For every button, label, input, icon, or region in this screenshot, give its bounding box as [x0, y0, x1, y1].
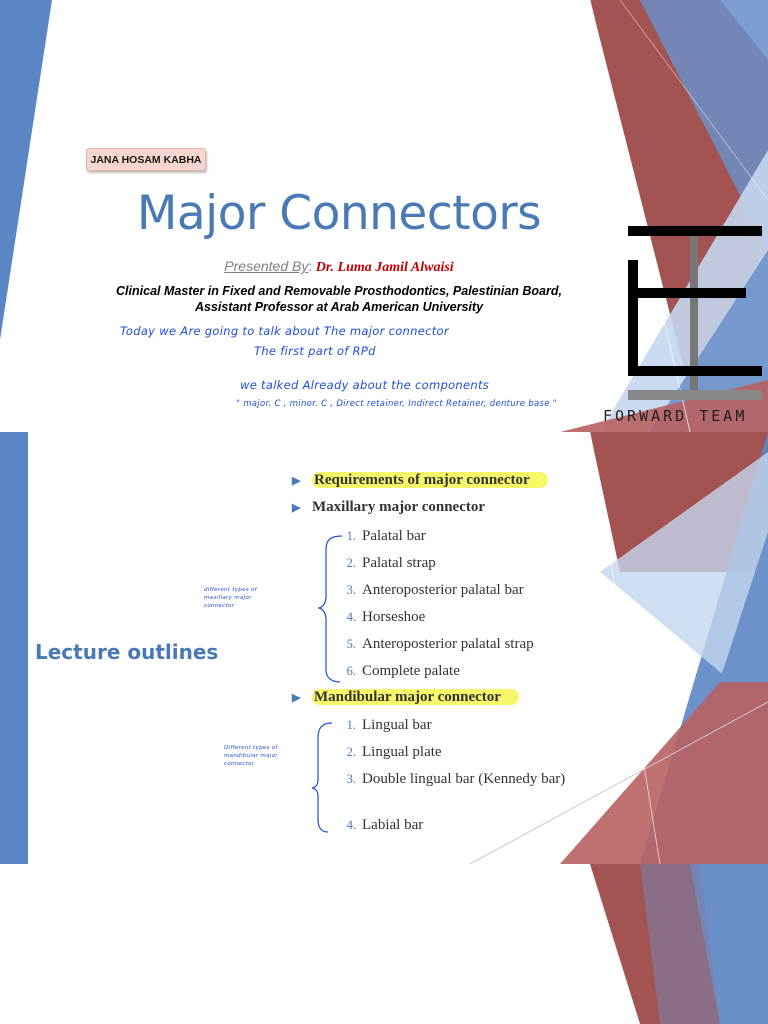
author-badge: JANA HOSAM KABHA: [86, 148, 206, 171]
presented-by-label: Presented By: [224, 258, 309, 274]
presenter-credentials: Clinical Master in Fixed and Removable P…: [0, 283, 678, 315]
list-number: 2.: [346, 745, 356, 759]
outline-slide: Lecture outlines ▶ Requirements of major …: [0, 432, 768, 864]
list-item: 3. Anteroposterior palatal bar: [341, 581, 524, 599]
slide-decoration: [590, 864, 768, 1024]
handwritten-note: " major. C , minor. C , Direct retainer,…: [236, 399, 557, 409]
list-number: 2.: [346, 556, 356, 570]
bullet-arrow-icon: ▶: [292, 475, 301, 487]
list-number: 1.: [346, 718, 356, 732]
presented-by-colon: :: [308, 258, 313, 274]
list-item: 2. Palatal strap: [341, 554, 436, 572]
list-text: Palatal strap: [362, 555, 436, 571]
bullet-arrow-icon: ▶: [292, 502, 301, 514]
bullet-arrow-icon: ▶: [292, 692, 301, 704]
list-number: 6.: [346, 664, 356, 678]
list-item: 4. Horseshoe: [341, 608, 426, 626]
list-text: Labial bar: [362, 817, 424, 833]
team-logo-text: FORWARD TEAM: [603, 407, 748, 425]
list-item: 1. Palatal bar: [341, 527, 426, 545]
handwritten-brackets: [311, 535, 343, 833]
title-slide: JANA HOSAM KABHA Major Connectors Presen…: [0, 0, 768, 432]
credentials-line: Clinical Master in Fixed and Removable P…: [116, 284, 562, 298]
list-number: 5.: [346, 637, 356, 651]
list-item: 3. Double lingual bar (Kennedy bar): [341, 770, 581, 788]
list-text: Lingual bar: [362, 717, 432, 733]
handwritten-note: The first part of RPd: [254, 344, 376, 358]
list-text: Horseshoe: [362, 609, 426, 625]
list-number: 3.: [346, 583, 356, 597]
list-number: 4.: [346, 610, 356, 624]
outline-section-label: Requirements of major connector: [312, 472, 548, 488]
outline-section: ▶ Maxillary major connector: [292, 499, 485, 516]
list-item: 4. Labial bar: [341, 816, 424, 834]
list-number: 4.: [346, 818, 356, 832]
presenter-name: Dr. Luma Jamil Alwaisi: [312, 260, 454, 275]
credentials-line: Assistant Professor at Arab American Uni…: [194, 300, 484, 314]
handwritten-note: Different types of mandibular major conn…: [224, 745, 278, 767]
list-text: Complete palate: [362, 663, 460, 679]
list-text: Double lingual bar (Kennedy bar): [362, 771, 566, 787]
list-number: 3.: [346, 772, 356, 786]
handwritten-note: different types of maxillary major conne…: [204, 587, 257, 609]
next-slide-partial: [0, 864, 768, 1024]
slide-decoration: [0, 432, 768, 864]
slide-title: Major Connectors: [136, 186, 542, 241]
presenter-line: Presented By: Dr. Luma Jamil Alwaisi: [0, 258, 678, 276]
team-logo-icon: [628, 226, 762, 400]
list-text: Lingual plate: [362, 744, 442, 760]
list-item: 5. Anteroposterior palatal strap: [341, 635, 534, 653]
list-item: 1. Lingual bar: [341, 716, 432, 734]
outline-section: ▶ Mandibular major connector: [292, 689, 519, 706]
slide-title: Lecture outlines: [35, 640, 219, 664]
list-item: 2. Lingual plate: [341, 743, 442, 761]
list-text: Palatal bar: [362, 528, 426, 544]
outline-section: ▶ Requirements of major connector: [292, 472, 548, 489]
list-text: Anteroposterior palatal bar: [362, 582, 524, 598]
list-text: Anteroposterior palatal strap: [362, 636, 534, 652]
outline-section-label: Maxillary major connector: [312, 499, 486, 515]
handwritten-note: we talked Already about the components: [240, 378, 490, 392]
handwritten-note: Today we Are going to talk about The maj…: [120, 324, 449, 338]
outline-section-label: Mandibular major connector: [312, 689, 519, 705]
list-item: 6. Complete palate: [341, 662, 460, 680]
list-number: 1.: [346, 529, 356, 543]
